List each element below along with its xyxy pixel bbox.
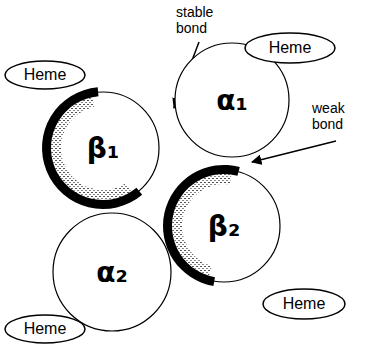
oval-outline bbox=[5, 61, 85, 89]
oval-outline bbox=[5, 315, 85, 343]
heme-label: Heme bbox=[24, 66, 67, 84]
subunit-label: α₂ bbox=[96, 256, 128, 289]
bond-label: weak bond bbox=[312, 100, 364, 132]
thick-arc bbox=[42, 87, 142, 209]
subunit-circle: β₁ bbox=[46, 91, 160, 205]
heme-label: Heme bbox=[283, 295, 326, 313]
circle-outline bbox=[175, 43, 289, 157]
heme-label: Heme bbox=[24, 320, 67, 338]
circle-outline bbox=[53, 213, 171, 331]
bond-label: stable bond bbox=[176, 4, 232, 36]
subunit-label: α₁ bbox=[216, 84, 248, 117]
subunit-label: β₁ bbox=[87, 132, 119, 165]
subunit-label: β₂ bbox=[208, 210, 240, 243]
oval-outline bbox=[263, 289, 345, 319]
heme-oval: Heme bbox=[244, 32, 336, 64]
subunit-circle: α₂ bbox=[52, 212, 172, 332]
heme-label: Heme bbox=[269, 39, 312, 57]
thick-arc bbox=[163, 165, 240, 286]
heme-oval: Heme bbox=[4, 314, 86, 344]
heme-oval: Heme bbox=[262, 288, 346, 320]
oval-outline bbox=[245, 33, 335, 63]
subunit-circle: β₂ bbox=[167, 169, 281, 283]
heme-oval: Heme bbox=[4, 60, 86, 90]
